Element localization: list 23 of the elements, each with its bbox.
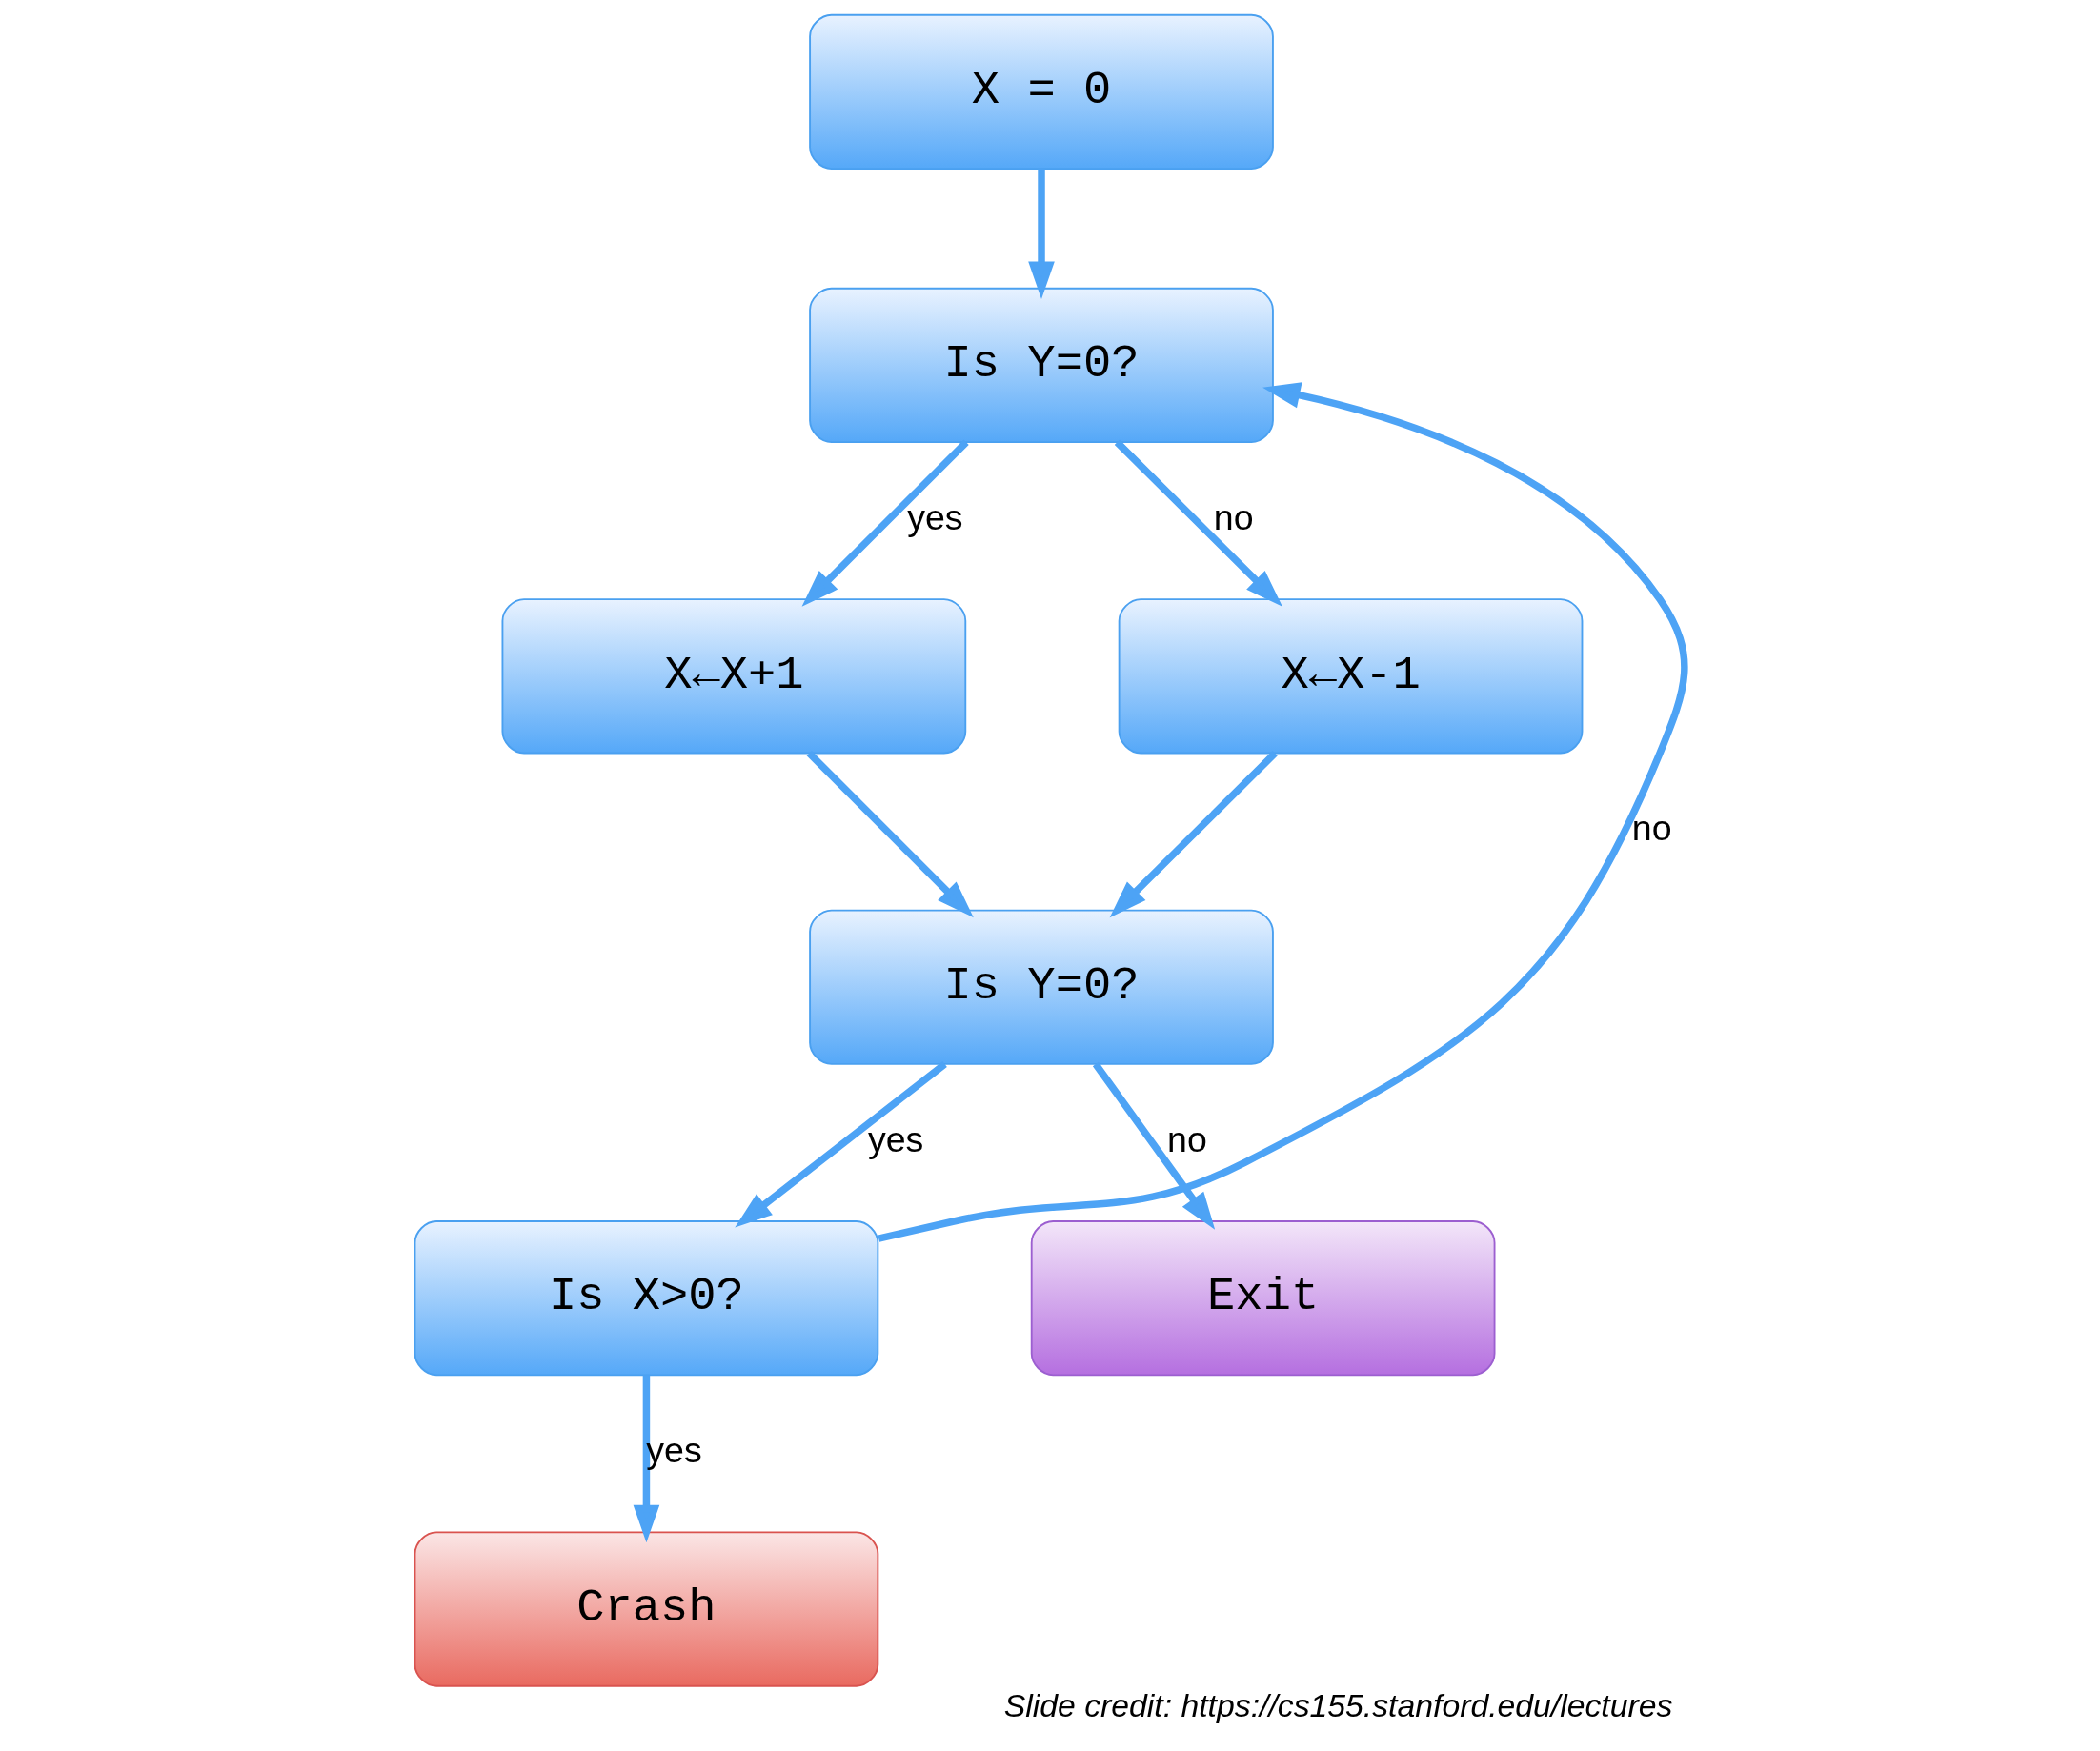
arrow xyxy=(801,439,969,607)
edge-label: no xyxy=(1631,808,1672,849)
node-box: X←X+1 xyxy=(501,598,967,755)
arrow xyxy=(878,382,1688,1242)
edge-label: yes xyxy=(907,497,963,538)
arrow xyxy=(633,1375,660,1543)
arrow xyxy=(1109,751,1278,918)
node-box: Is Y=0? xyxy=(809,909,1274,1065)
arrow xyxy=(806,751,974,918)
arrow xyxy=(1028,169,1055,299)
node-box: Is Y=0? xyxy=(809,287,1274,444)
caption: Slide credit: https://cs155.stanford.edu/lectures xyxy=(1003,1687,1673,1724)
edge-label: no xyxy=(1167,1118,1207,1159)
edge-label: no xyxy=(1213,497,1254,538)
node-box: Crash xyxy=(414,1531,879,1687)
node-box: Is X>0? xyxy=(414,1220,879,1377)
node-box: Exit xyxy=(1030,1220,1496,1377)
arrow xyxy=(1114,439,1282,607)
node-box: X = 0 xyxy=(809,13,1274,170)
edge-label: yes xyxy=(867,1118,924,1159)
node-box: X←X-1 xyxy=(1118,598,1584,755)
arrow xyxy=(735,1061,947,1228)
arrow xyxy=(1092,1061,1216,1230)
